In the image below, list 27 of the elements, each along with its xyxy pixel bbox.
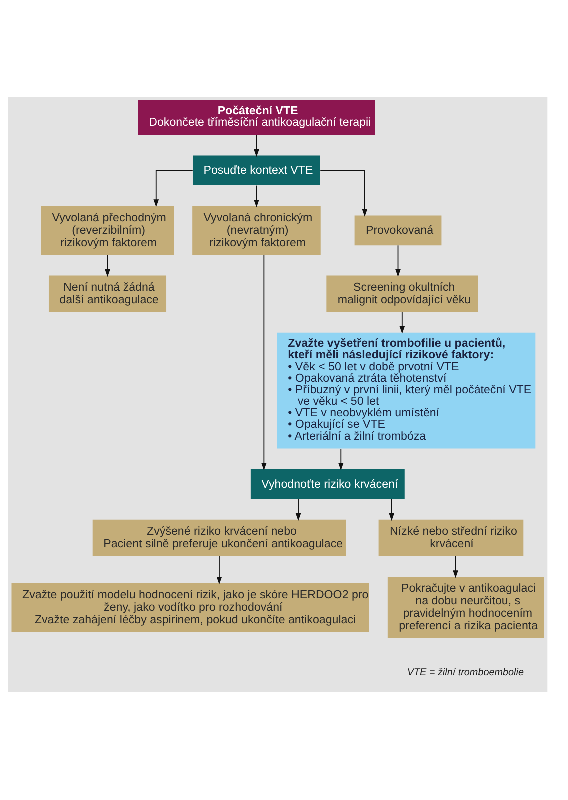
node-box: Zvýšené riziko krvácení nebo Pacient silně preferuje ukončení antikoagulace [92, 519, 346, 556]
arrow [396, 244, 401, 277]
arrow [389, 498, 395, 521]
node-box: Zvažte vyšetření trombofilie u pacientů, kteří měli následující rizikové faktory: • Věk < 50 let v době prvotní VTE • Opakovaná ztráta těhotenství • Příbuzný v první linii, který měl počáteční VTE ve věku < 50 let • VTE v neobvyklém umístění • Opakující se VTE • Arteriální a žilní trombóza [277, 332, 536, 448]
arrow [216, 555, 222, 584]
arrow [254, 184, 260, 208]
arrow [453, 555, 458, 578]
label: VTE = žilní tromboembolie [407, 667, 524, 678]
arrow [154, 170, 194, 207]
arrow [254, 134, 260, 157]
node-box: Vyhodnoťte riziko krvácení [250, 468, 405, 499]
node-box: Screening okultních malignit odpovídající věku [326, 275, 478, 312]
node-box: Vyvolaná chronickým (nevratným) rizikovým faktorem [192, 206, 321, 255]
node-box: Pokračujte v antikoagulaci na dobu neurčitou, s pravidelným hodnocením preferencí a rizika pacienta [388, 576, 544, 638]
node-box: Provokovaná [354, 215, 442, 246]
arrow [320, 170, 368, 216]
node-box: Není nutná žádná další antikoagulace [49, 275, 167, 312]
arrow [105, 254, 110, 277]
arrow [296, 498, 302, 521]
arrow [262, 254, 267, 470]
node-box: Posuďte kontext VTE [193, 155, 320, 186]
arrow [338, 448, 344, 470]
node-box: Zvažte použití modelu hodnocení rizik, jako je skóre HERDOO2 pro ženy, jako vodítko pro rozhodování Zvažte zahájení léčby aspirinem, pokud ukončíte antikoagulaci [12, 582, 370, 632]
node-box: Vyvolaná přechodným (reverzibilním) rizikovým faktorem [41, 206, 174, 255]
node-box: Nízké nebo střední riziko krvácení [378, 519, 524, 556]
arrow [400, 311, 406, 334]
node-box: Počáteční VTE Dokončete tříměsíční antikoagulační terapii [138, 100, 376, 135]
